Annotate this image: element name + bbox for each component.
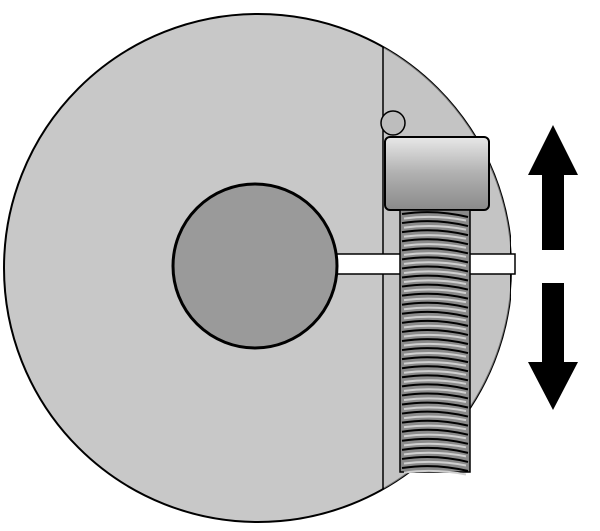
thread-line bbox=[401, 419, 469, 427]
thread-line bbox=[401, 401, 469, 409]
thread-highlight bbox=[403, 215, 467, 222]
thread-highlight bbox=[403, 406, 467, 413]
thread-highlight bbox=[403, 225, 467, 231]
thread-line bbox=[401, 338, 469, 345]
thread-line bbox=[401, 238, 469, 246]
thread-line bbox=[401, 446, 469, 454]
thread-highlight bbox=[403, 424, 467, 431]
thread-highlight bbox=[403, 342, 467, 349]
thread-highlight bbox=[403, 261, 467, 267]
thread-highlight bbox=[403, 234, 467, 240]
screw-head bbox=[384, 136, 490, 211]
thread-highlight bbox=[403, 361, 467, 367]
thread-highlight bbox=[403, 279, 467, 286]
thread-line bbox=[401, 265, 469, 273]
thread-highlight bbox=[403, 352, 467, 358]
thread-line bbox=[401, 274, 469, 282]
thread-highlight bbox=[403, 397, 467, 403]
thread-highlight bbox=[403, 433, 467, 440]
thread-line bbox=[401, 283, 469, 291]
thread-highlight bbox=[403, 415, 467, 422]
thread-highlight bbox=[403, 333, 467, 340]
thread-highlight bbox=[403, 451, 467, 458]
up-arrow bbox=[528, 125, 578, 250]
down-arrow bbox=[528, 283, 578, 410]
thread-line bbox=[401, 256, 469, 264]
thread-line bbox=[401, 374, 469, 382]
thread-highlight bbox=[403, 243, 467, 249]
cap-screw bbox=[384, 136, 490, 476]
thread-line bbox=[401, 247, 469, 255]
thread-line bbox=[401, 329, 469, 336]
thread-highlight bbox=[403, 388, 467, 394]
thread-highlight bbox=[403, 252, 467, 258]
thread-highlight bbox=[403, 315, 467, 322]
thread-line bbox=[401, 383, 469, 391]
thread-line bbox=[401, 428, 469, 436]
thread-line bbox=[401, 347, 469, 355]
thread-highlight bbox=[403, 288, 467, 295]
thread-highlight bbox=[403, 297, 467, 304]
thread-lines bbox=[401, 211, 469, 476]
shaft-bore bbox=[171, 182, 339, 350]
thread-line bbox=[401, 365, 469, 373]
thread-highlight bbox=[403, 324, 467, 331]
thread-line bbox=[401, 465, 469, 472]
thread-highlight bbox=[403, 370, 467, 376]
thread-line bbox=[401, 229, 469, 237]
thread-line bbox=[401, 392, 469, 400]
thread-line bbox=[401, 310, 469, 318]
thread-line bbox=[401, 410, 469, 418]
thread-line bbox=[401, 356, 469, 364]
thread-line bbox=[401, 301, 469, 309]
thread-highlight bbox=[403, 442, 467, 449]
pin-circle bbox=[380, 110, 406, 136]
thread-line bbox=[401, 292, 469, 300]
thread-line bbox=[401, 211, 469, 218]
thread-line bbox=[401, 220, 469, 228]
thread-highlight bbox=[403, 270, 467, 276]
thread-line bbox=[401, 437, 469, 445]
thread-highlight bbox=[403, 469, 467, 476]
thread-line bbox=[401, 456, 469, 463]
thread-line bbox=[401, 319, 469, 327]
thread-highlight bbox=[403, 306, 467, 313]
thread-highlight bbox=[403, 379, 467, 385]
thread-highlight bbox=[403, 460, 467, 467]
